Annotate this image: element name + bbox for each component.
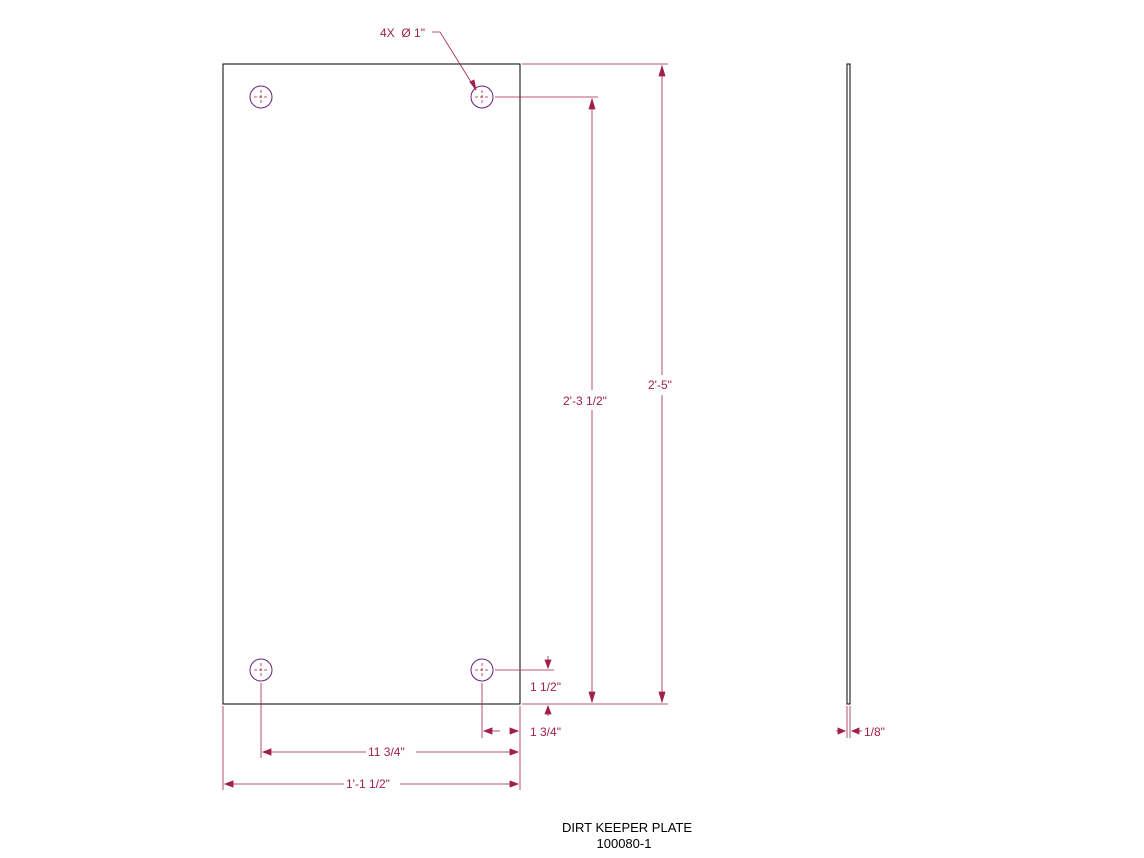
hole-top-right — [470, 85, 494, 109]
plate-outline — [222, 63, 521, 705]
hole-offset-bottom-text: 1 1/2" — [530, 680, 561, 694]
hole-spacing-vertical-text: 2'-3 1/2" — [563, 394, 607, 408]
overall-height-dim — [522, 63, 668, 705]
hole-spacing-horizontal-text: 11 3/4" — [368, 745, 405, 759]
hole-top-left — [249, 85, 273, 109]
hole-callout-leader — [432, 31, 477, 91]
hole-callout-text: 4X Ø 1" — [380, 26, 425, 40]
overall-width-text: 1'-1 1/2" — [346, 777, 390, 791]
overall-width-dim — [222, 706, 521, 790]
drawing-title: DIRT KEEPER PLATE — [562, 820, 692, 835]
hole-offset-bottom-dim — [495, 656, 554, 716]
thickness-dim — [836, 706, 862, 738]
side-view-outline — [846, 63, 851, 705]
hole-offset-side-text: 1 3/4" — [530, 725, 561, 739]
hole-spacing-vertical-dim — [495, 96, 598, 704]
part-number: 100080-1 — [597, 836, 652, 851]
thickness-text: 1/8" — [864, 725, 885, 739]
hole-spacing-horizontal-dim — [260, 683, 520, 758]
hole-bottom-left — [249, 658, 273, 682]
overall-height-text: 2'-5" — [648, 378, 672, 392]
hole-offset-side-dim — [481, 683, 521, 738]
hole-bottom-right — [470, 658, 494, 682]
